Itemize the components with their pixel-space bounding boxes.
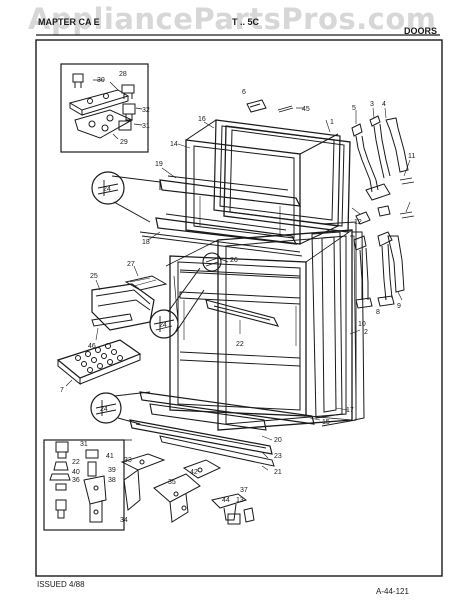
callout-44: 44 [222,497,230,504]
callout-29: 29 [120,139,128,146]
header-doors: DOORS [404,26,438,36]
callout-17: 17 [346,407,354,414]
callout-16: 16 [198,116,206,123]
hardware-inset [43,439,132,531]
callout-8: 8 [376,309,380,316]
watermark: AppliancePartsPros.com [28,2,437,36]
callout-1: 1 [330,119,334,126]
callout-24-upper: 24 [103,186,111,193]
door-seal-edges [321,221,365,427]
callout-35: 35 [168,479,176,486]
footer-issued: ISSUED 4/88 [37,580,85,589]
callout-12: 12 [354,219,362,226]
callout-10: 10 [358,321,366,328]
callout-6: 6 [242,89,246,96]
callout-38: 38 [108,477,116,484]
header-left: MAPTER CA E [38,17,100,27]
callout-24-middle: 24 [159,322,167,329]
footer-code: A-44-121 [376,587,409,596]
callout-3: 3 [370,101,374,108]
callout-32: 32 [142,107,150,114]
callout-23: 23 [274,453,282,460]
callout-25: 25 [90,273,98,280]
hinge-brackets [120,453,255,525]
callout-19: 19 [155,161,163,168]
callout-31: 31 [142,123,150,130]
lower-hinge-parts [353,231,405,309]
callout-40: 40 [72,469,80,476]
callout-42: 42 [190,469,198,476]
callout-33: 33 [124,457,132,464]
callout-34: 34 [120,517,128,524]
compartment-parts [56,275,168,386]
header-mid: T .. 5C [232,17,260,27]
detail-callout-circles [90,171,229,425]
callout-5: 5 [352,105,356,112]
leader-lines [65,107,411,471]
spacer-parts [246,99,304,113]
callout-11-upper: 11 [408,153,415,160]
callout-26: 26 [230,257,238,264]
callout-31-lower: 31 [80,441,88,448]
callout-30: 30 [97,77,105,84]
callout-18: 18 [142,239,150,246]
hinge-inset [60,63,149,153]
callout-4: 4 [382,101,386,108]
callout-45: 45 [302,106,310,113]
diagram-frame [35,39,443,577]
freezer-door [139,119,351,257]
callout-24-lower: 24 [100,406,108,413]
top-right-hinge-parts [351,115,415,225]
callout-22-door: 22 [236,341,244,348]
callout-39: 39 [108,467,116,474]
callout-41: 41 [106,453,114,460]
callout-28: 28 [119,71,127,78]
callout-14: 14 [170,141,178,148]
callout-numbers: 30 28 32 31 29 6 45 16 1 5 3 4 14 19 24 … [60,71,415,524]
callout-46: 46 [88,343,96,350]
callout-37: 37 [240,487,248,494]
door-shelf-bars [129,391,315,467]
callout-15: 15 [322,419,330,426]
callout-20: 20 [274,437,282,444]
callout-9: 9 [397,303,401,310]
callout-7: 7 [60,387,64,394]
callout-2: 2 [364,329,368,336]
callout-27: 27 [127,261,135,268]
callout-36: 36 [72,477,80,484]
callout-13: 13 [236,497,244,504]
callout-21: 21 [274,469,282,476]
callout-22-lower: 22 [72,459,80,466]
